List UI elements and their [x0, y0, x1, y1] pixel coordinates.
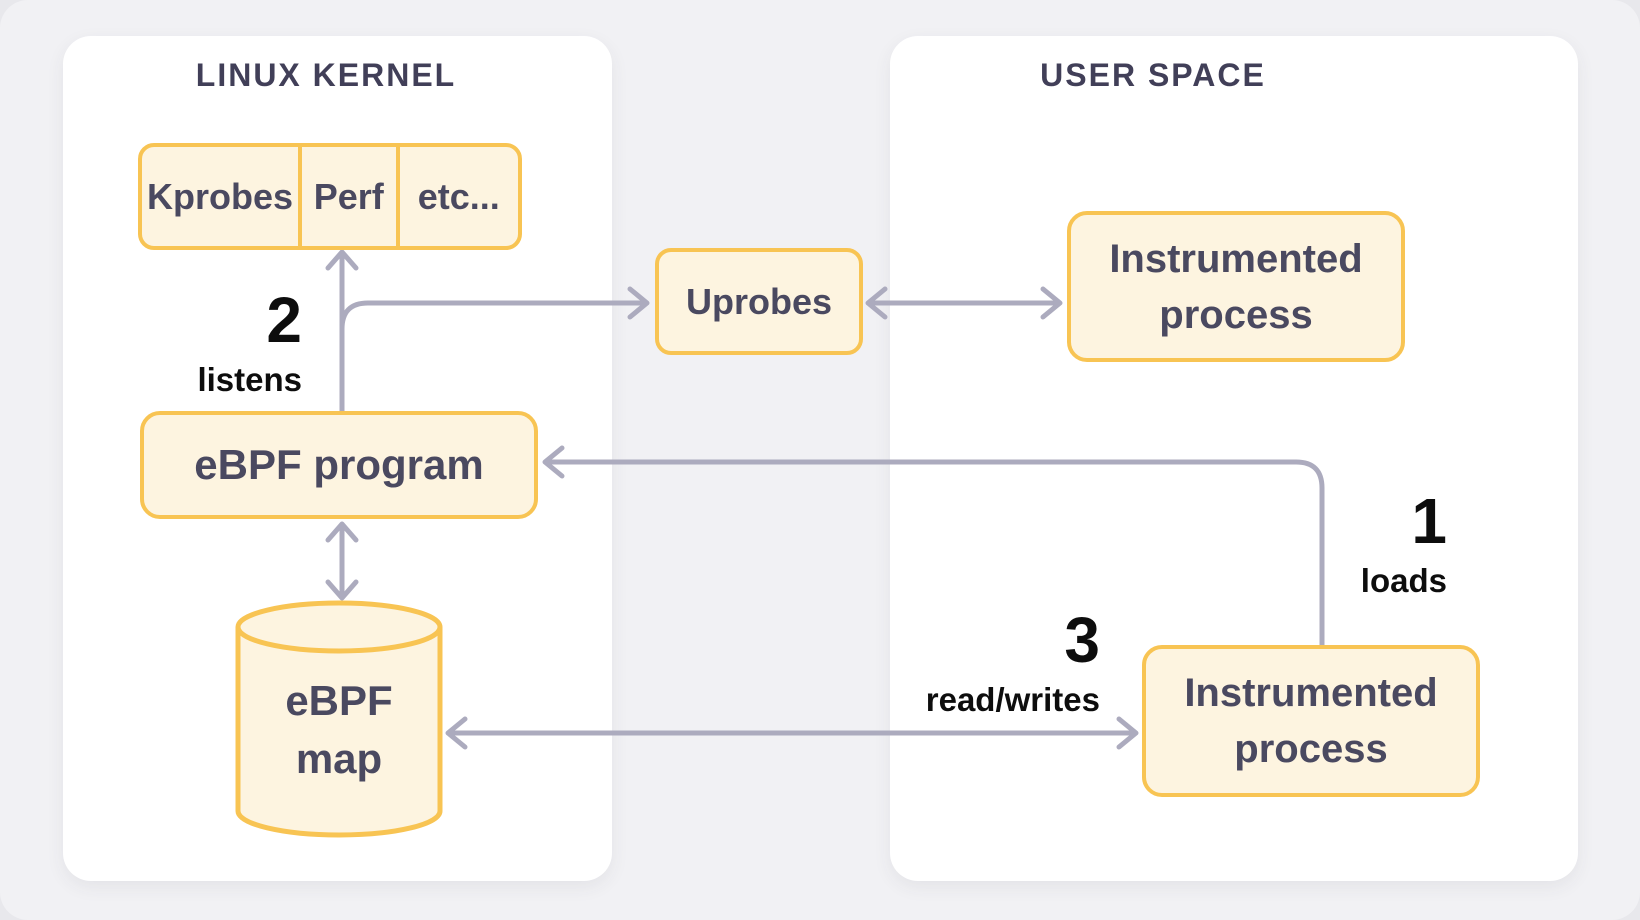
perf-cell: Perf: [298, 147, 400, 246]
step-2-number: 2: [266, 284, 302, 356]
step-3-number: 3: [1064, 604, 1100, 676]
instrumented-bottom-line2: process: [1234, 727, 1388, 771]
user-space-title: USER SPACE: [1040, 57, 1266, 93]
ebpf-map-cylinder: [235, 600, 443, 838]
ebpf-program-box: eBPF program: [140, 411, 538, 519]
instrumented-top-line1: Instrumented: [1109, 236, 1363, 281]
etc-cell: etc...: [417, 175, 500, 217]
loads-arrow: [542, 445, 1325, 648]
instrumented-top-line2: process: [1159, 292, 1313, 337]
instrumented-process-top-box: Instrumented process: [1067, 211, 1405, 362]
ebpf-map-line2: map: [295, 735, 383, 782]
step-1-number: 1: [1411, 485, 1447, 557]
instrumented-bottom-line1: Instrumented: [1184, 671, 1438, 715]
linux-kernel-title: LINUX KERNEL: [195, 57, 457, 93]
program-to-uprobes-arrow: [339, 286, 650, 332]
step-2-annotation: 2 listens: [197, 288, 302, 398]
step-2-label: listens: [197, 361, 302, 398]
program-map-double-arrow: [325, 521, 359, 601]
instrumented-process-bottom-box: Instrumented process: [1142, 645, 1480, 797]
step-1-annotation: 1 loads: [1361, 489, 1447, 599]
map-instrumented-double-arrow: [445, 716, 1139, 750]
step-3-annotation: 3 read/writes: [926, 608, 1100, 718]
listens-arrow: [325, 249, 359, 414]
uprobes-box: Uprobes: [655, 248, 863, 355]
kprobes-cell: Kprobes: [147, 175, 294, 217]
uprobes-instrumented-double-arrow: [865, 286, 1063, 320]
step-1-label: loads: [1360, 562, 1447, 599]
step-3-label: read/writes: [925, 681, 1100, 718]
ebpf-map-label: eBPF map: [233, 672, 445, 788]
ebpf-map-line1: eBPF: [285, 677, 393, 724]
probe-sources-box: Kprobes Perf etc...: [138, 143, 522, 250]
